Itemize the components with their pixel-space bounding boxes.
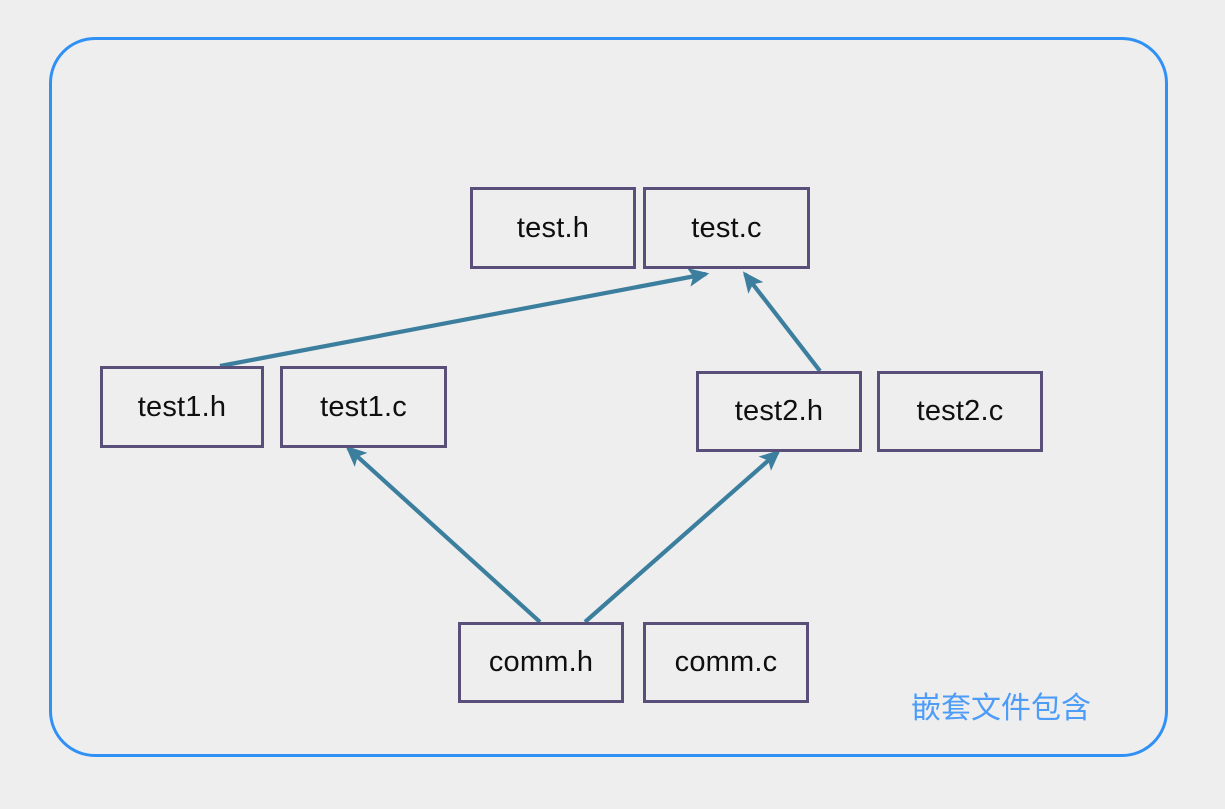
node-label: test1.c: [320, 390, 407, 423]
node-comm-c[interactable]: comm.c: [643, 622, 809, 703]
node-label: test2.h: [734, 395, 824, 427]
node-test2-c[interactable]: test2.c: [877, 371, 1043, 452]
node-comm-h[interactable]: comm.h: [458, 622, 624, 703]
node-test2-h[interactable]: test2.h: [696, 371, 862, 452]
node-label: test.h: [516, 211, 590, 244]
node-test-h[interactable]: test.h: [470, 187, 636, 269]
diagram-caption: 嵌套文件包含: [911, 691, 1091, 726]
diagram-frame: [49, 37, 1168, 757]
node-label: test2.c: [916, 395, 1004, 427]
node-label: test.c: [691, 211, 762, 244]
node-test-c[interactable]: test.c: [643, 187, 810, 269]
node-test1-h[interactable]: test1.h: [100, 366, 264, 448]
node-test1-c[interactable]: test1.c: [280, 366, 447, 448]
node-label: comm.c: [674, 646, 778, 678]
node-label: test1.h: [137, 390, 227, 423]
node-label: comm.h: [488, 646, 594, 678]
